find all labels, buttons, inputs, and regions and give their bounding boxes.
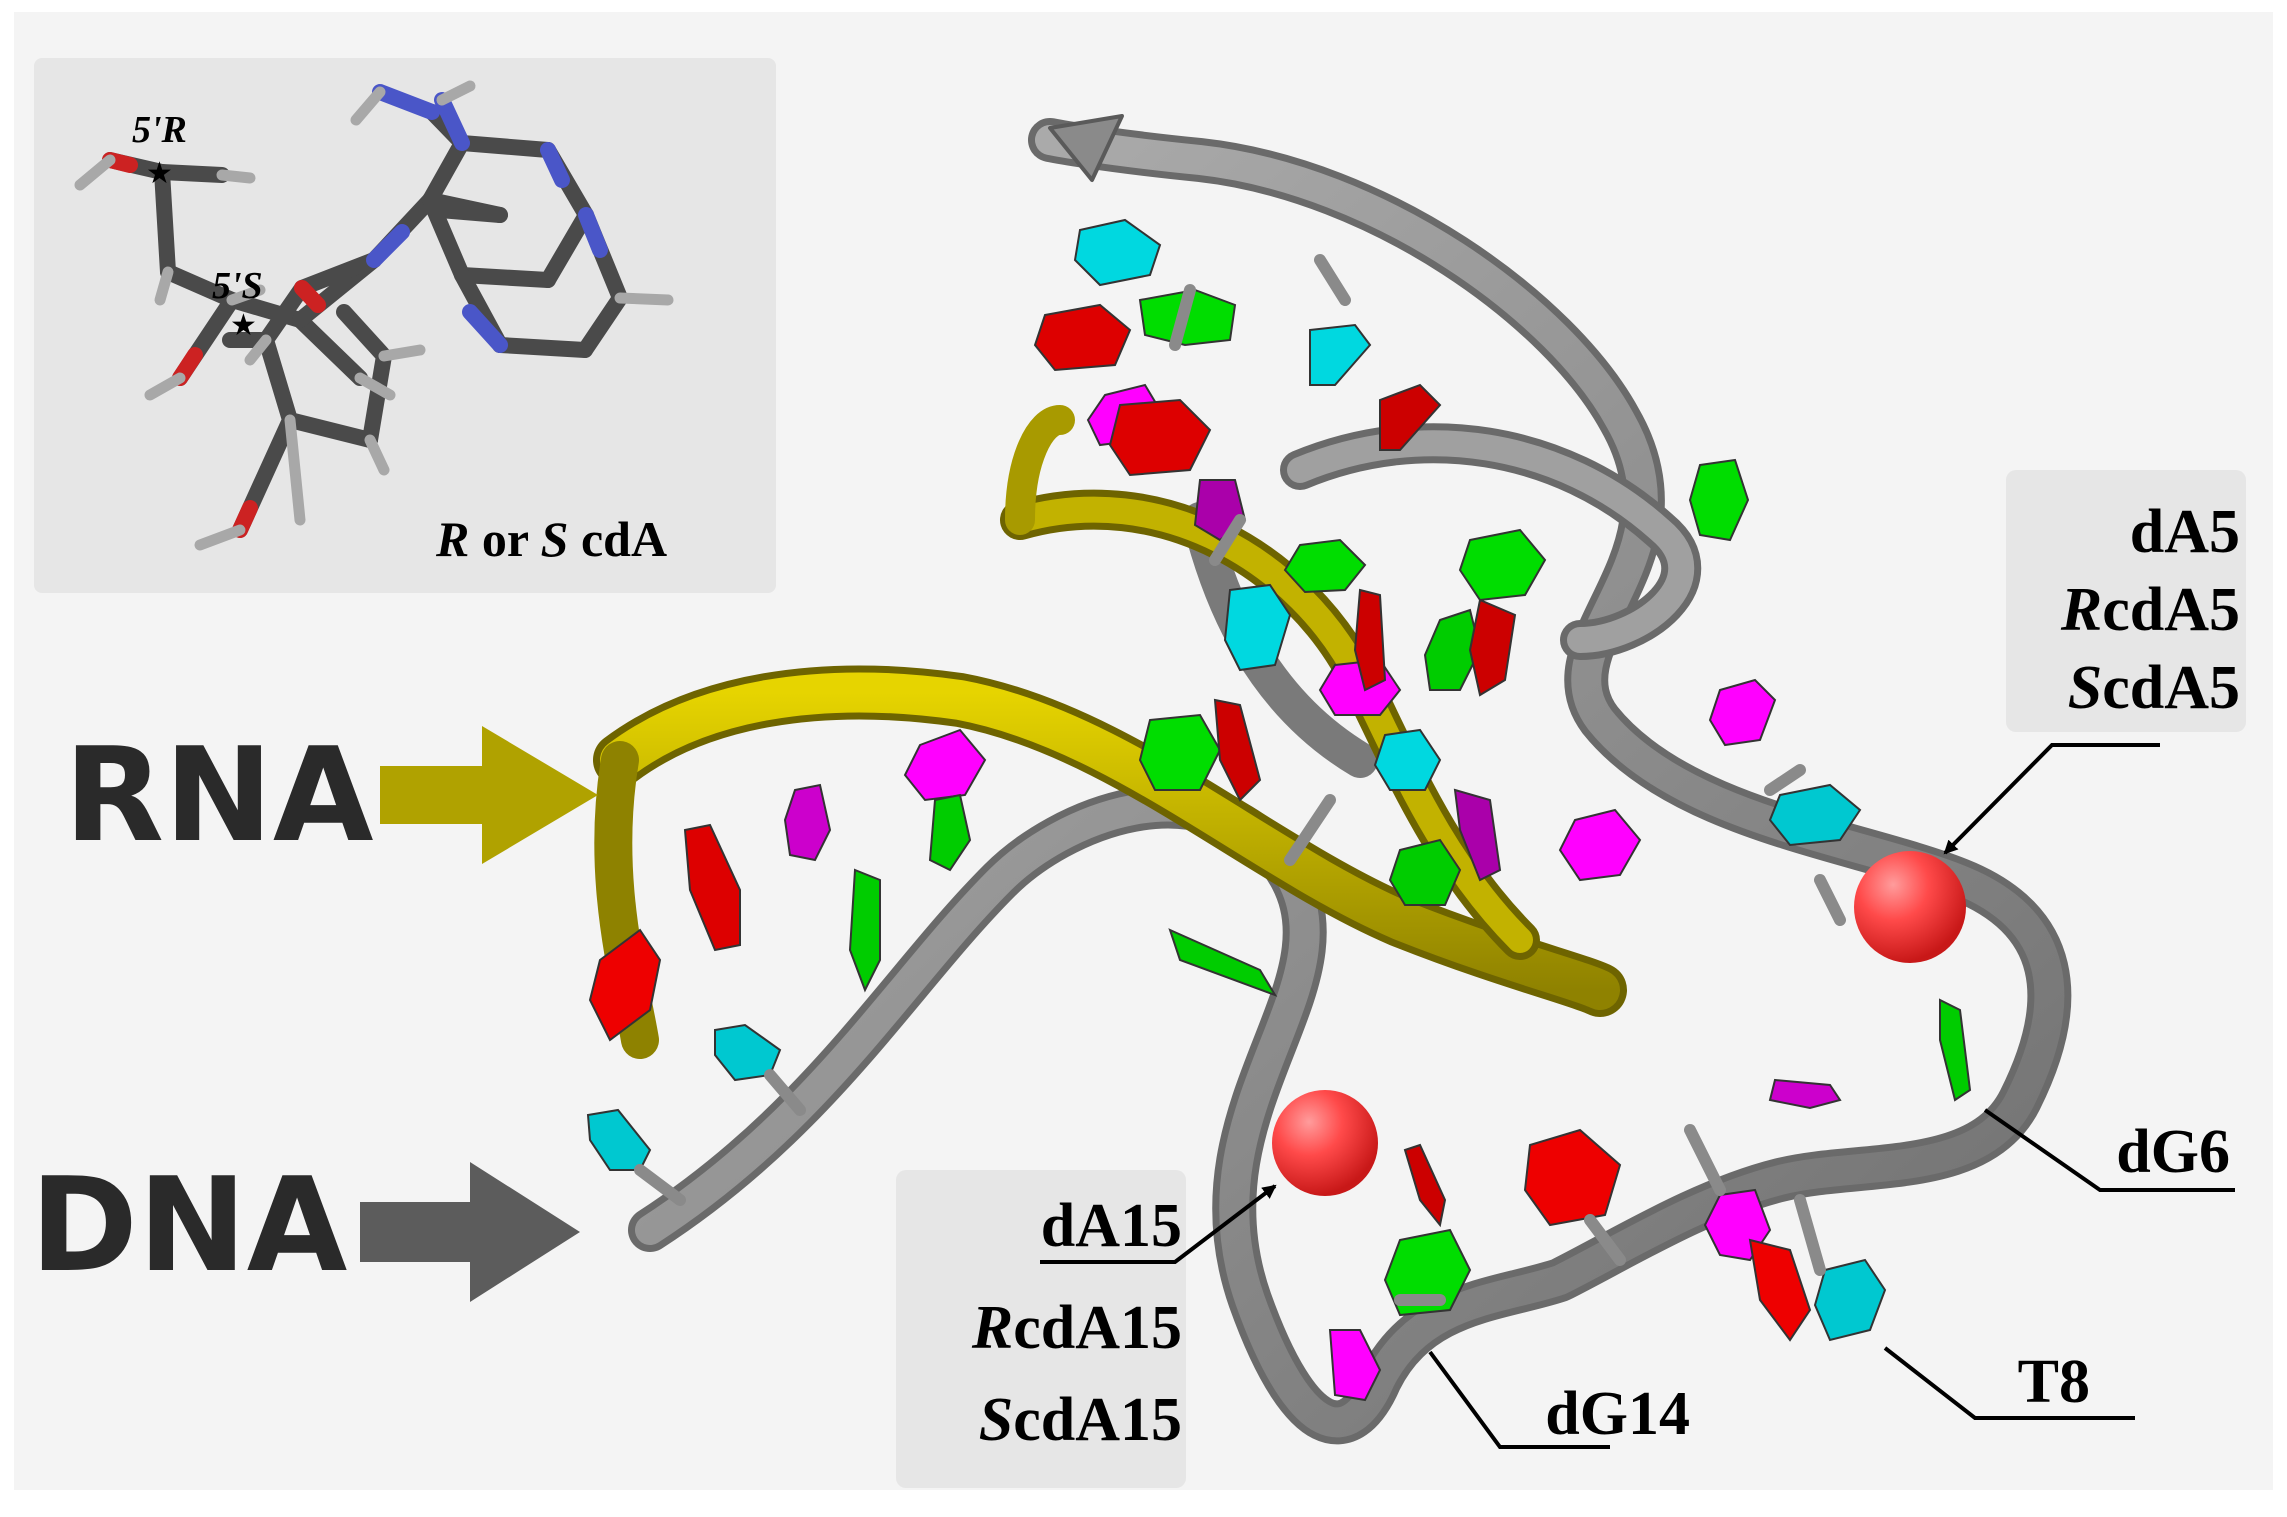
base-cytosine bbox=[1468, 598, 1517, 697]
dna-arrow bbox=[360, 1162, 580, 1302]
base-cytosine bbox=[1379, 383, 1442, 451]
base-thymine bbox=[1373, 728, 1442, 791]
base-thymine bbox=[1768, 783, 1862, 847]
site15-line3: ScdA15 bbox=[979, 1386, 1182, 1454]
star-5s-icon: ★ bbox=[230, 308, 257, 343]
star-5r-icon: ★ bbox=[146, 156, 173, 191]
t8-label: T8 bbox=[2018, 1348, 2090, 1416]
site15-line2: RcdA15 bbox=[971, 1294, 1182, 1362]
base-guanine bbox=[848, 868, 881, 993]
base-guanine bbox=[1383, 1228, 1472, 1317]
site5-label-panel: dA5 RcdA5 ScdA5 bbox=[2006, 470, 2246, 732]
site5-line3: ScdA5 bbox=[2068, 654, 2240, 722]
base-guanine bbox=[1939, 998, 1972, 1102]
base-cytosine bbox=[1033, 303, 1132, 372]
site5-pointer bbox=[1943, 743, 2160, 855]
lesion-sphere-a5 bbox=[1854, 851, 1966, 963]
site5-line2: RcdA5 bbox=[2060, 576, 2240, 644]
site15-pointer bbox=[1040, 1184, 1277, 1264]
base-cytosine bbox=[588, 928, 662, 1042]
t8-leader bbox=[1883, 1346, 2135, 1420]
base-guanine bbox=[1423, 608, 1482, 691]
base-cytosine bbox=[1353, 588, 1387, 692]
site5-line1: dA5 bbox=[2130, 498, 2240, 566]
base-guanine bbox=[1388, 838, 1462, 906]
base-guanine bbox=[1688, 458, 1750, 542]
strand-labels: RNA DNA bbox=[30, 719, 598, 1302]
rna-arrow bbox=[380, 726, 598, 864]
lesion-sphere-a15 bbox=[1272, 1090, 1378, 1196]
base-guanine bbox=[928, 793, 972, 872]
base-cytosine bbox=[1108, 398, 1212, 477]
backbone-linkers bbox=[634, 254, 1846, 1306]
base-thymine bbox=[1309, 323, 1372, 386]
dna-label: DNA bbox=[30, 1149, 347, 1301]
base-guanine bbox=[1283, 538, 1367, 594]
base-cytosine bbox=[1748, 1238, 1812, 1342]
base-cytosine bbox=[1523, 1128, 1622, 1227]
rna-label: RNA bbox=[64, 719, 374, 871]
inset-panel-bg bbox=[34, 58, 776, 593]
nucleobases bbox=[586, 218, 1972, 1402]
label-5r: 5'R bbox=[132, 109, 187, 151]
dg6-leader bbox=[1983, 1108, 2235, 1192]
base-guanine bbox=[1138, 713, 1222, 791]
base-cytosine bbox=[1213, 698, 1262, 802]
base-adenine bbox=[1453, 788, 1502, 882]
base-adenine bbox=[1558, 808, 1642, 882]
cda-molecule-model: ★ ★ bbox=[74, 80, 674, 551]
inset-caption: R or S cdA bbox=[435, 511, 667, 567]
inset-structure-panel: ★ ★ 5'R 5'S R or S cdA bbox=[34, 58, 776, 593]
dg6-label: dG6 bbox=[2116, 1118, 2230, 1186]
base-guanine bbox=[1168, 928, 1278, 997]
base-adenine bbox=[783, 783, 832, 862]
site5-panel-bg bbox=[2006, 470, 2246, 732]
base-adenine bbox=[1708, 678, 1777, 747]
site15-line1: dA15 bbox=[1041, 1192, 1182, 1260]
base-adenine bbox=[1328, 1329, 1382, 1402]
base-cytosine bbox=[683, 823, 741, 952]
label-5s: 5'S bbox=[212, 265, 263, 307]
base-adenine bbox=[1768, 1078, 1842, 1110]
base-thymine bbox=[1813, 1258, 1887, 1342]
site15-label-panel: dA15 RcdA15 ScdA15 bbox=[896, 1170, 1186, 1488]
dg14-label: dG14 bbox=[1545, 1380, 1690, 1448]
base-thymine bbox=[1223, 583, 1292, 672]
site15-panel-bg bbox=[896, 1170, 1186, 1488]
base-cytosine bbox=[1403, 1143, 1447, 1228]
base-adenine bbox=[903, 728, 987, 802]
base-guanine bbox=[1458, 528, 1547, 602]
dg14-leader bbox=[1428, 1350, 1610, 1449]
base-thymine bbox=[1073, 218, 1162, 287]
residue-labels: dG6 dG14 T8 bbox=[1428, 1108, 2235, 1449]
